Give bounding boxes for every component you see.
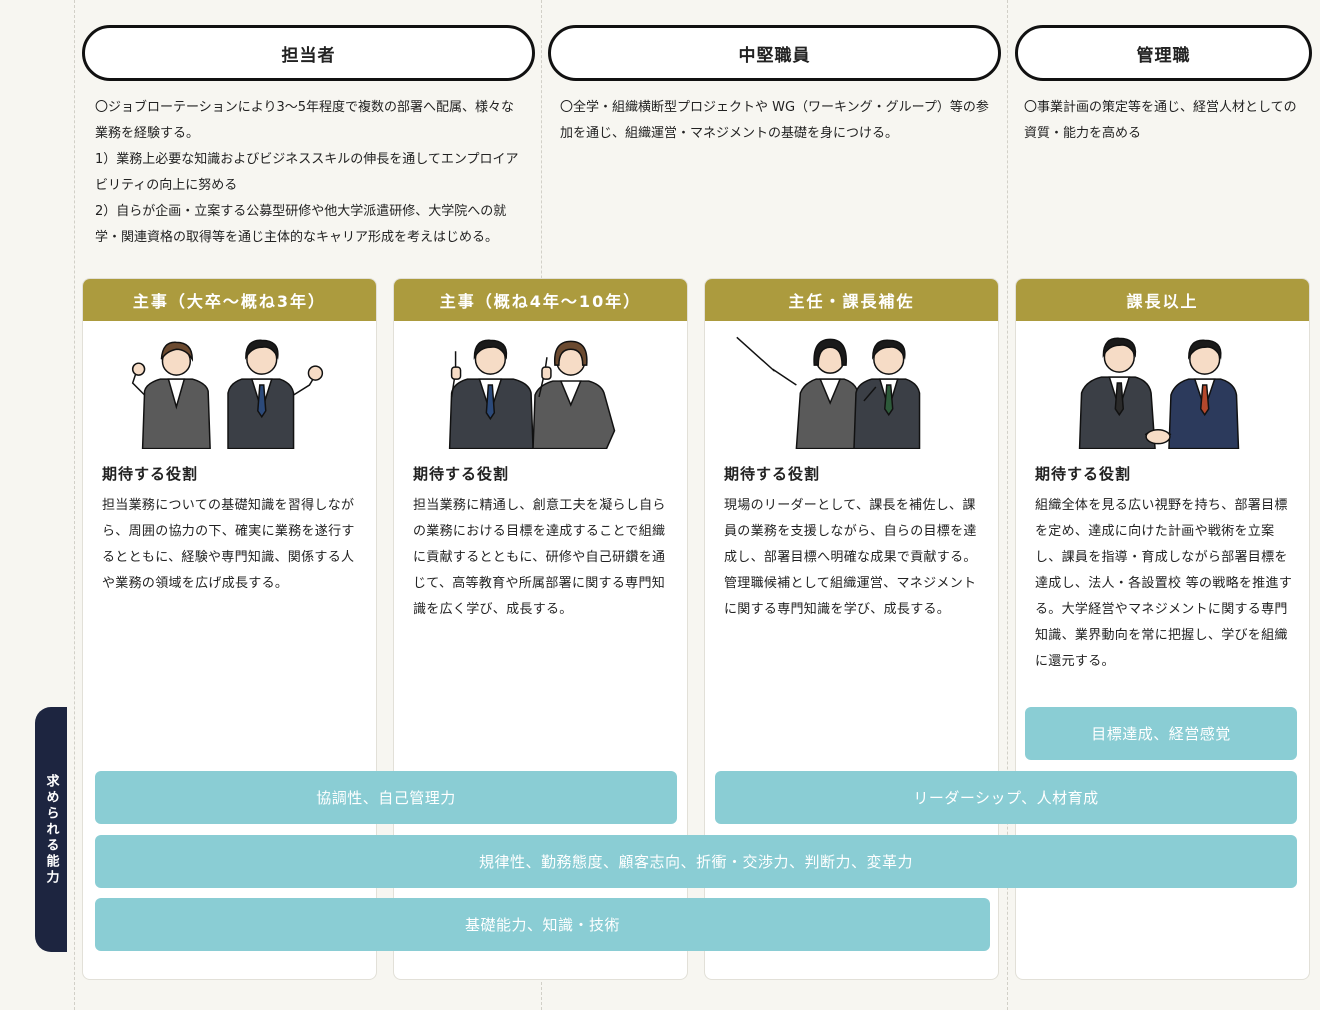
desc-line: 〇ジョブローテーションにより3〜5年程度で複数の部署へ配属、様々な業務を経験する… <box>95 100 515 141</box>
role-description: 担当業務についての基礎知識を習得しながら、周囲の協力の下、確実に業務を遂行すると… <box>102 498 355 591</box>
card-title: 主事（概ね4年〜10年） <box>394 279 687 321</box>
desc-chuken: 〇全学・組織横断型プロジェクトや WG（ワーキング・グループ）等の参加を通じ、組… <box>560 95 992 147</box>
ability-bar-cooperation: 協調性、自己管理力 <box>95 771 677 824</box>
ability-bar-basic: 基礎能力、知識・技術 <box>95 898 990 951</box>
handshake-illustration <box>1078 337 1240 449</box>
stage-chuken: 中堅職員 <box>548 25 1001 81</box>
role-description: 組織全体を見る広い視野を持ち、部署目標を定め、達成に向けた計画や戦術を立案し、課… <box>1035 498 1293 669</box>
role-description: 現場のリーダーとして、課長を補佐し、課員の業務を支援しながら、自らの目標を達成し… <box>724 498 977 617</box>
two-staff-cheering-illustration <box>131 339 324 449</box>
role-description: 担当業務に精通し、創意工夫を凝らし自らの業務における目標を達成することで組織に貢… <box>413 498 666 617</box>
ability-bar-goal: 目標達成、経営感覚 <box>1025 707 1297 760</box>
desc-line: 〇全学・組織横断型プロジェクトや WG（ワーキング・グループ）等の参加を通じ、組… <box>560 100 989 141</box>
stage-tantousha: 担当者 <box>82 25 535 81</box>
two-staff-pointing-up-illustration <box>448 339 616 449</box>
desc-line: 〇事業計画の策定等を通じ、経営人材としての資質・能力を高める <box>1024 100 1297 141</box>
two-staff-presenting-illustration <box>736 336 921 449</box>
card-title: 課長以上 <box>1016 279 1309 321</box>
ability-bar-discipline: 規律性、勤務態度、顧客志向、折衝・交渉力、判断力、変革力 <box>95 835 1297 888</box>
role-heading: 期待する役割 <box>413 465 510 483</box>
role-heading: 期待する役割 <box>1035 465 1132 483</box>
card-title: 主任・課長補佐 <box>705 279 998 321</box>
role-heading: 期待する役割 <box>102 465 199 483</box>
card-title: 主事（大卒〜概ね3年） <box>83 279 376 321</box>
column-divider <box>1007 0 1008 1010</box>
role-heading: 期待する役割 <box>724 465 821 483</box>
abilities-side-label: 求められる能力 <box>35 707 67 952</box>
abilities-side-label-text: 求められる能力 <box>43 773 59 886</box>
stage-kanri: 管理職 <box>1015 25 1312 81</box>
desc-tantousha: 〇ジョブローテーションにより3〜5年程度で複数の部署へ配属、様々な業務を経験する… <box>95 95 525 251</box>
column-divider <box>74 0 75 1010</box>
desc-line: 1）業務上必要な知識およびビジネススキルの伸長を通してエンプロイアビリティの向上… <box>95 152 519 193</box>
desc-kanri: 〇事業計画の策定等を通じ、経営人材としての資質・能力を高める <box>1024 95 1302 147</box>
desc-line: 2）自らが企画・立案する公募型研修や他大学派遣研修、大学院への就学・関連資格の取… <box>95 204 507 245</box>
ability-bar-leadership: リーダーシップ、人材育成 <box>715 771 1297 824</box>
